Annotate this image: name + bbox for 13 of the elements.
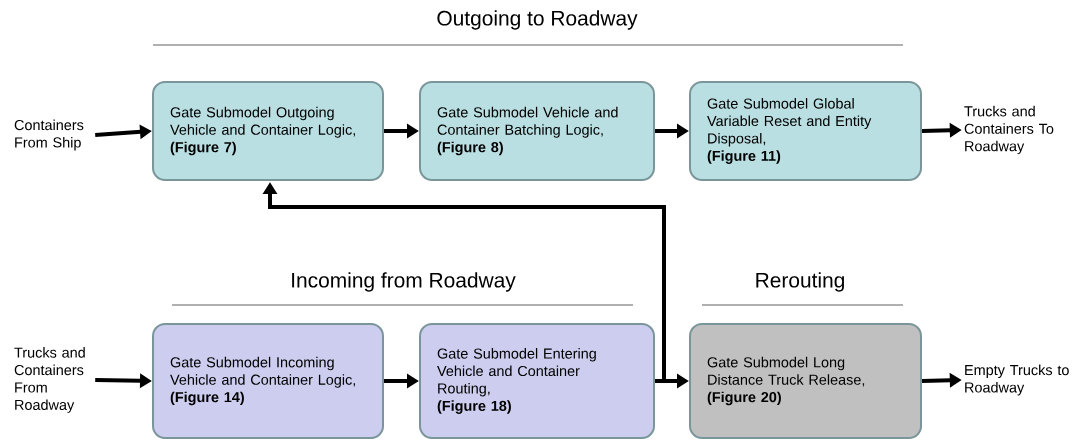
flow-label: Containers From Ship bbox=[14, 119, 84, 151]
process-box: Gate Submodel Global Variable Reset and Entity Disposal, (Figure 11) bbox=[689, 81, 922, 181]
process-box: Gate Submodel Incoming Vehicle and Container Logic, (Figure 14) bbox=[152, 323, 384, 439]
flow-label: Trucks and Containers From Roadway bbox=[14, 347, 85, 413]
process-box: Gate Submodel Entering Vehicle and Container Routing, (Figure 18) bbox=[419, 323, 655, 439]
process-box: Gate Submodel Vehicle and Container Batching Logic, (Figure 8) bbox=[419, 81, 655, 181]
section-heading: Incoming from Roadway bbox=[292, 272, 516, 292]
process-box: Gate Submodel Outgoing Vehicle and Container Logic, (Figure 7) bbox=[152, 81, 384, 181]
flow-label: Trucks and Containers To Roadway bbox=[964, 105, 1054, 155]
process-box: Gate Submodel Long Distance Truck Release, (Figure 20) bbox=[689, 323, 922, 439]
section-heading: Rerouting bbox=[756, 272, 844, 292]
flow-label: Empty Trucks to Roadway bbox=[965, 364, 1069, 396]
section-heading: Outgoing to Roadway bbox=[437, 10, 638, 30]
